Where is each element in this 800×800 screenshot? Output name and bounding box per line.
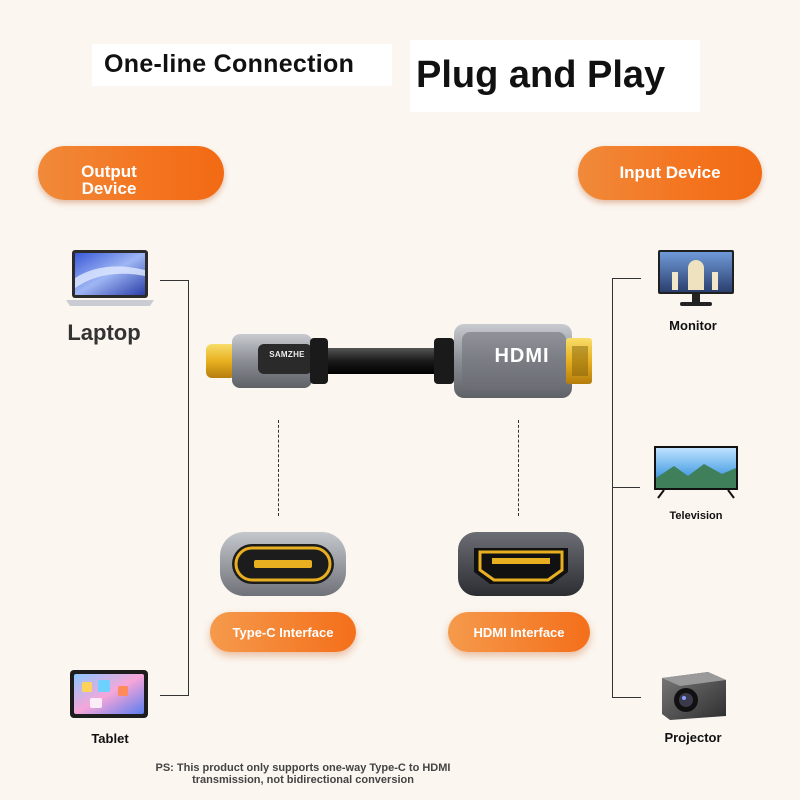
projector-icon (662, 672, 726, 720)
output-bracket (160, 280, 189, 696)
device-label-projector: Projector (664, 730, 722, 745)
output-device-pill: Output Device (38, 146, 224, 200)
cable-brand-label: SAMZHE (269, 350, 305, 359)
typec-dashed-line (278, 420, 279, 516)
hdmi-dashed-line (518, 420, 519, 516)
typec-interface-pill: Type-C Interface (210, 612, 356, 652)
device-label-television: Television (669, 510, 723, 522)
hdmi-port-icon (458, 532, 584, 596)
headline-plug-and-play: Plug and Play (416, 54, 666, 96)
device-label-laptop: Laptop (67, 320, 141, 345)
input-bracket (612, 278, 641, 698)
input-bracket-mid-tick (612, 487, 640, 488)
output-device-label: Output Device (81, 162, 137, 198)
footnote: PS: This product only supports one-way T… (155, 762, 451, 786)
headline-box-right: Plug and Play (410, 40, 700, 112)
device-label-monitor: Monitor (669, 318, 717, 333)
headline-one-line: One-line Connection (104, 50, 355, 78)
hdmi-logo-label: HDMI (494, 345, 550, 367)
laptop-icon (66, 250, 154, 306)
tablet-icon (70, 670, 148, 718)
input-device-label: Input Device (619, 163, 721, 182)
device-label-tablet: Tablet (91, 731, 129, 746)
input-device-pill: Input Device (578, 146, 762, 200)
hdmi-interface-pill: HDMI Interface (448, 612, 590, 652)
headline-box-left: One-line Connection (92, 44, 392, 86)
monitor-icon (658, 250, 734, 306)
typec-port-icon (220, 532, 346, 596)
cable-illustration (206, 324, 592, 398)
television-icon (654, 446, 738, 499)
